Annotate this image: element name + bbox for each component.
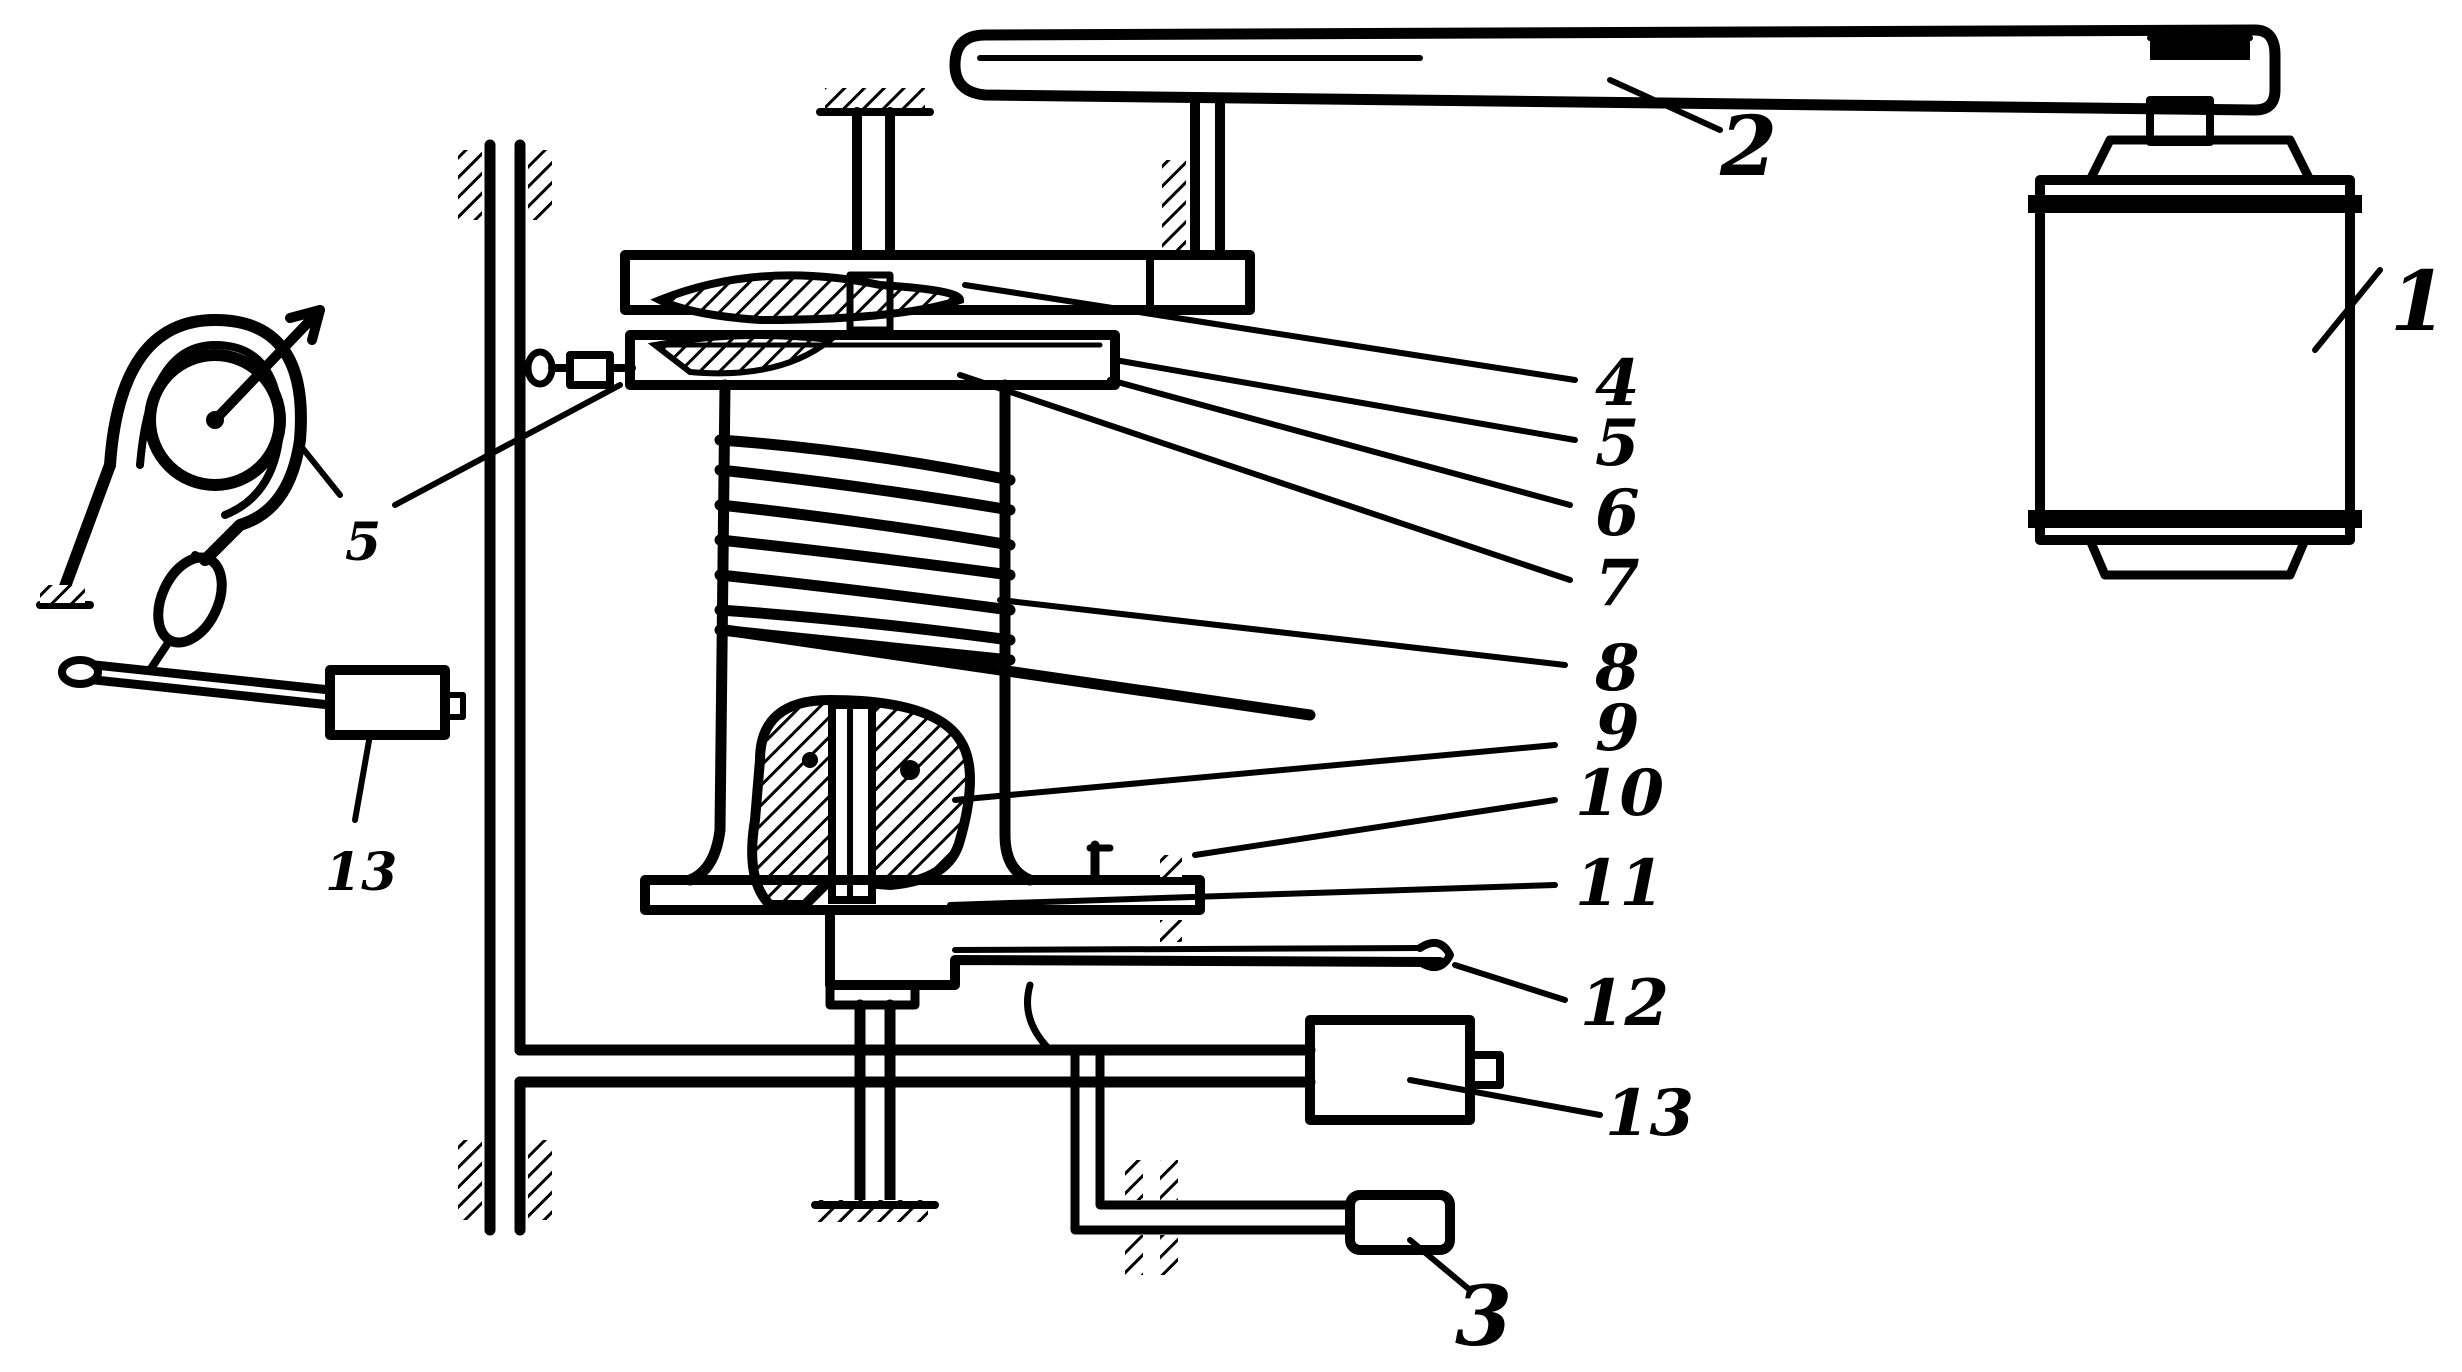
label-10: 10 — [1575, 756, 1664, 831]
label-9: 9 — [1595, 691, 1640, 766]
clutch-plates — [620, 250, 1255, 390]
leader-13-right — [1407, 1077, 1603, 1118]
label-7: 7 — [1595, 546, 1640, 621]
leader-lines — [947, 282, 1578, 1003]
lever — [811, 905, 1454, 1222]
label-1: 1 — [2390, 254, 2447, 350]
leader-3 — [1407, 1237, 1473, 1293]
leader-5-left-a — [297, 442, 343, 498]
label-5-right: 5 — [1595, 406, 1640, 481]
pipe-to-3 — [1070, 1045, 1455, 1275]
leader-1 — [2312, 267, 2383, 353]
label-11: 11 — [1575, 846, 1664, 921]
label-2: 2 — [1719, 99, 1777, 195]
belt-drive — [949, 24, 2281, 260]
left-mechanism — [36, 305, 466, 740]
top-shaft — [816, 88, 934, 260]
label-12: 12 — [1580, 966, 1669, 1041]
frame-rods — [458, 139, 1316, 1236]
leader-5-left-b — [392, 382, 623, 508]
label-13-left: 13 — [325, 842, 397, 903]
motor — [2028, 96, 2362, 580]
sectional-core — [747, 694, 975, 910]
label-6: 6 — [1595, 476, 1640, 551]
label-3: 3 — [1455, 1269, 1512, 1365]
label-13-right: 13 — [1605, 1076, 1694, 1151]
leader-13-left — [352, 732, 373, 823]
label-5-left: 5 — [345, 512, 381, 573]
leader-2 — [1607, 77, 1723, 133]
label-4: 4 — [1595, 346, 1640, 421]
label-8: 8 — [1594, 631, 1640, 706]
weight-right — [1305, 1015, 1504, 1125]
rod-connector — [524, 348, 636, 389]
